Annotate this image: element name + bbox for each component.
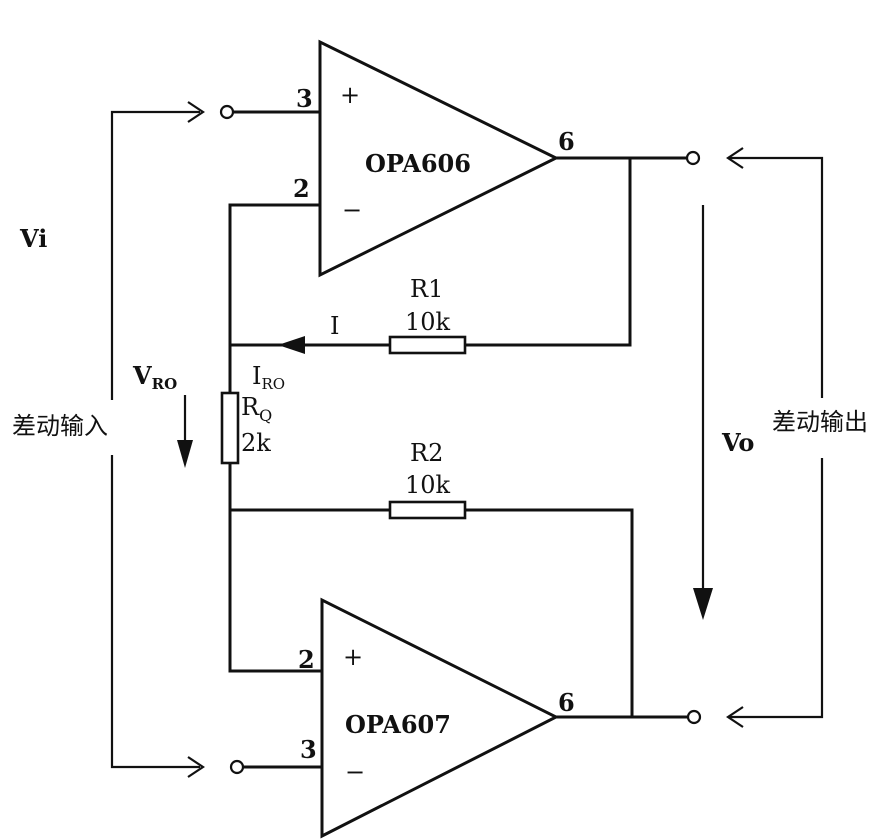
output-terminal-top [685, 150, 701, 166]
input-arrow-bottom-icon [187, 756, 205, 778]
input-bracket-bottom [110, 455, 200, 769]
vro-label: VRO [132, 361, 177, 393]
opamp-top-pin-minus: 2 [293, 174, 310, 203]
resistor-r2 [388, 500, 467, 520]
opamp-top-plus-sign: + [340, 81, 360, 109]
current-i-label: I [330, 312, 339, 340]
opamp-top [318, 39, 560, 278]
wire-bottom-plus [228, 508, 324, 673]
input-caption: 差动输入 [12, 412, 108, 440]
output-arrow-top-icon [726, 147, 744, 169]
wire-top-minus [228, 203, 322, 347]
opamp-bottom-pin-minus: 3 [300, 735, 317, 764]
opamp-bottom-name: OPA607 [345, 710, 451, 739]
current-iro-label: IRO [252, 362, 285, 393]
input-terminal-bottom [229, 759, 245, 775]
resistor-r1 [388, 335, 467, 355]
input-terminal-top [219, 104, 235, 120]
output-bracket-top [728, 156, 824, 398]
opamp-top-pin-out: 6 [558, 127, 575, 156]
wire-r2-right [463, 508, 634, 719]
opamp-top-name: OPA606 [365, 149, 471, 178]
input-bracket-top [110, 110, 200, 400]
opamp-bottom-minus-sign: − [345, 758, 365, 786]
output-bracket-bottom [728, 458, 824, 719]
current-arrow-icon [278, 336, 305, 354]
r1-value: 10k [405, 308, 451, 336]
output-terminal-bottom [686, 709, 702, 725]
vro-arrow-icon [177, 440, 193, 468]
opamp-top-minus-sign: − [342, 196, 362, 224]
wire-r1-feedback-right [463, 156, 632, 347]
output-caption: 差动输出 [772, 408, 868, 436]
r1-name: R1 [410, 275, 443, 303]
vo-arrow-icon [693, 588, 713, 620]
output-arrow-bottom-icon [726, 706, 744, 728]
opamp-top-pin-plus: 3 [296, 84, 313, 113]
rq-value: 2k [241, 429, 271, 457]
opamp-bottom [320, 597, 560, 839]
resistor-rq [220, 391, 240, 465]
output-voltage-symbol: Vo [721, 428, 754, 457]
opamp-bottom-plus-sign: + [343, 643, 363, 671]
r2-value: 10k [405, 471, 451, 499]
input-arrow-top-icon [187, 101, 205, 123]
opamp-bottom-pin-plus: 2 [298, 645, 315, 674]
input-voltage-symbol: Vi [19, 224, 47, 253]
rq-name: RQ [241, 393, 272, 425]
r2-name: R2 [410, 439, 443, 467]
opamp-bottom-pin-out: 6 [558, 688, 575, 717]
